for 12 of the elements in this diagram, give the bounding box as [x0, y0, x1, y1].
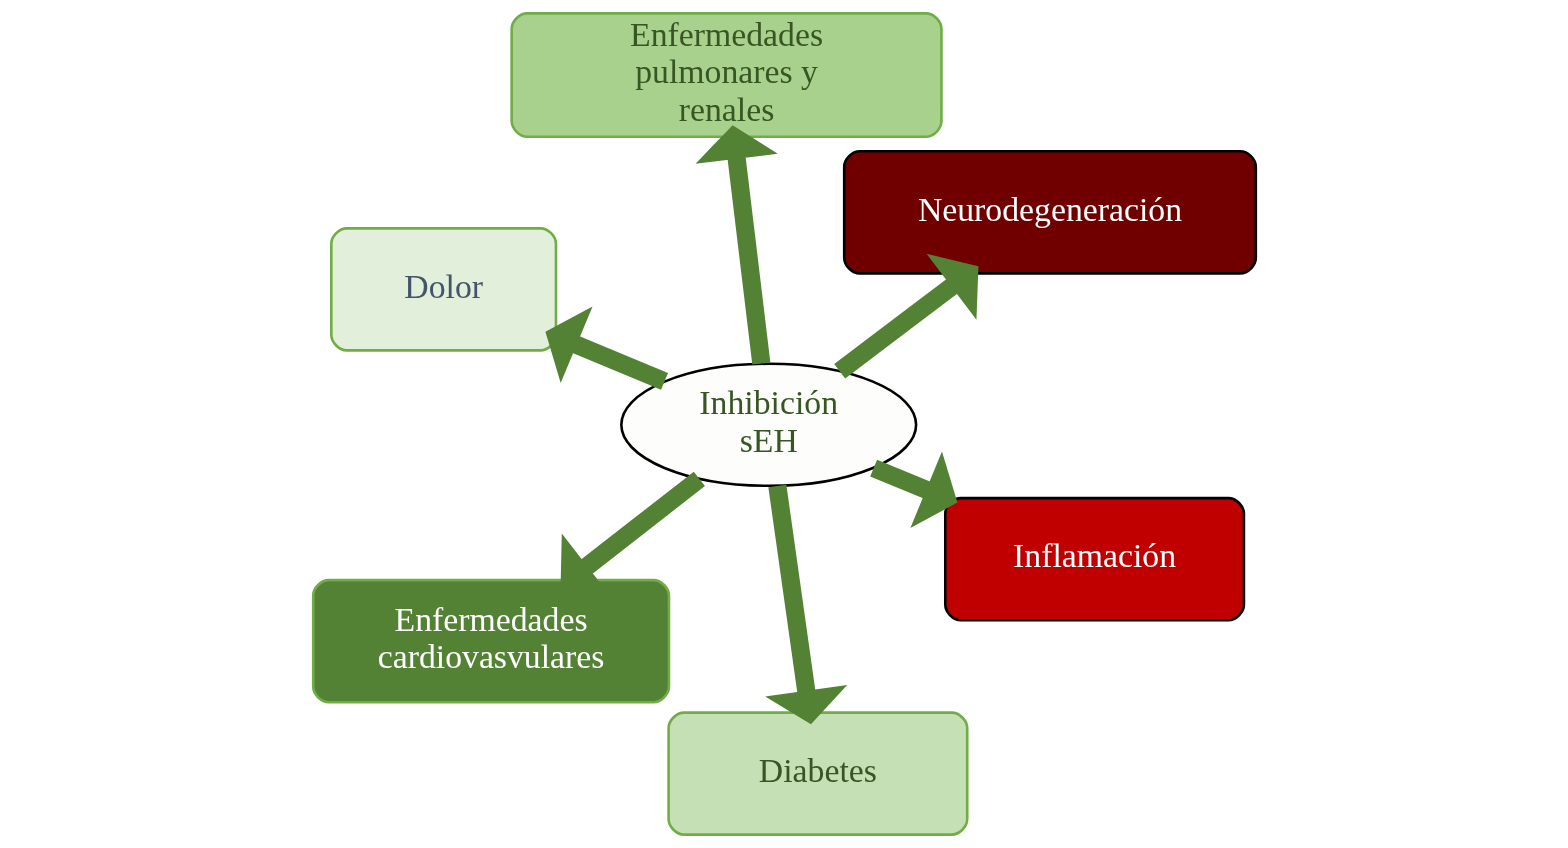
- node-box: Inflamación: [943, 496, 1245, 622]
- arrow: [695, 125, 778, 365]
- arrow: [764, 484, 847, 725]
- node-box: Neurodegeneración: [842, 150, 1257, 275]
- node-box: Enfermedades cardiovasvulares: [311, 578, 670, 704]
- arrow: [869, 451, 957, 529]
- arrow: [833, 253, 978, 379]
- arrow: [544, 306, 668, 390]
- node-ellipse: Inhibición sEH: [619, 362, 917, 488]
- node-box: Diabetes: [666, 711, 969, 836]
- node-box: Enfermedades pulmonares y renales: [509, 12, 943, 138]
- node-box: Dolor: [329, 227, 557, 352]
